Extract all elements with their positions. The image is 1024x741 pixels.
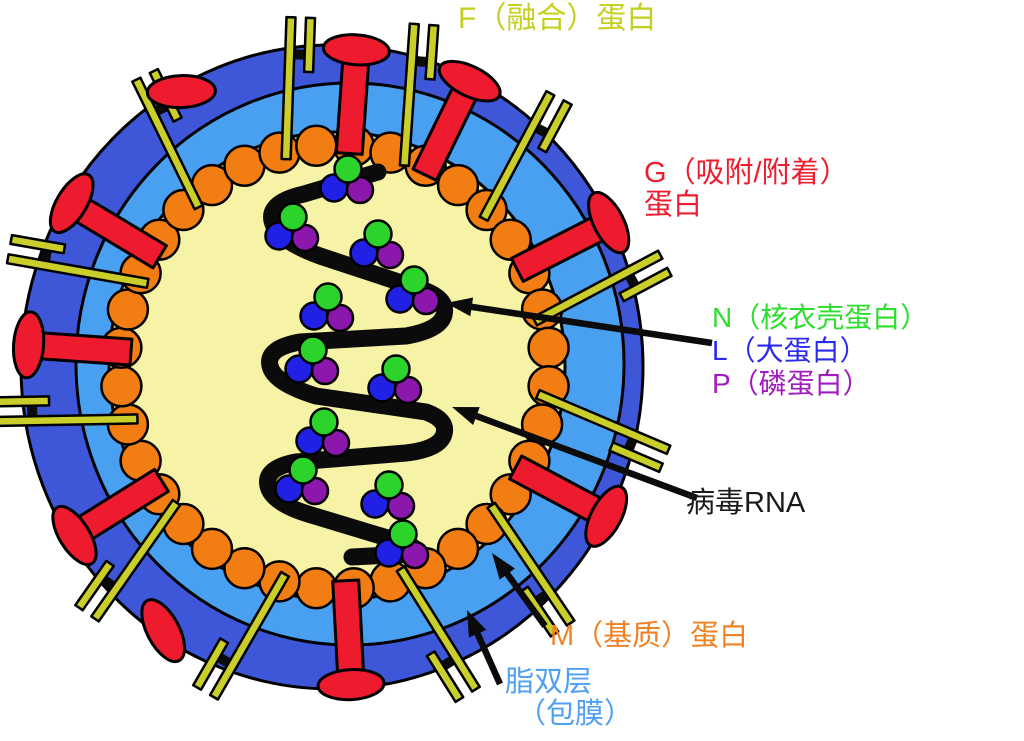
g-protein-spikes <box>11 33 631 702</box>
label-f-protein: F（融合）蛋白 <box>458 2 657 35</box>
nucleocapsid-clusters <box>264 154 441 570</box>
label-lipid-bilayer: 脂双层 （包膜） <box>505 666 633 731</box>
viral-rna-strand <box>259 163 454 566</box>
m-arrow <box>492 553 548 628</box>
label-l-protein: L（大蛋白） <box>712 335 868 366</box>
label-g-protein: G（吸附/附着） 蛋白 <box>644 157 849 222</box>
label-m-protein: M（基质）蛋白 <box>550 620 749 652</box>
f-protein-spikes <box>0 15 673 704</box>
rna-arrow <box>452 407 699 502</box>
label-lipid-bilayer-line1: 脂双层 <box>505 666 593 698</box>
label-g-protein-line2: 蛋白 <box>644 189 703 222</box>
annotation-arrows <box>446 297 713 686</box>
label-g-protein-line1: G（吸附/附着） <box>644 157 849 189</box>
label-p-protein: P（磷蛋白） <box>712 368 871 399</box>
lipid-arrow <box>467 610 503 686</box>
nlp-arrow <box>446 297 713 347</box>
label-viral-rna: 病毒RNA <box>686 487 806 519</box>
label-lipid-bilayer-line2: （包膜） <box>517 698 634 731</box>
label-n-protein: N（核衣壳蛋白） <box>712 302 929 333</box>
